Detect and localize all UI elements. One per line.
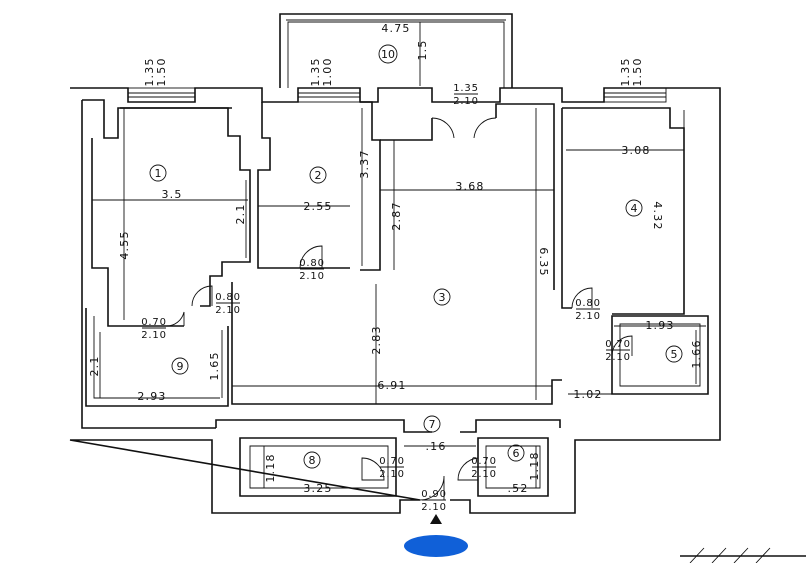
window-room-2 (297, 87, 361, 103)
room-4-width: 3.08 (621, 144, 650, 157)
svg-text:0.70: 0.70 (379, 456, 404, 467)
room-1-width: 3.5 (161, 188, 182, 201)
room-7-width: .16 (425, 440, 446, 453)
room-10-height: 1.5 (416, 39, 429, 60)
door-label-room-2: 0.80 2.10 (299, 258, 324, 282)
entry-marker-icon[interactable] (404, 535, 468, 557)
room-10-width: 4.75 (381, 22, 410, 35)
svg-text:0.90: 0.90 (421, 489, 446, 500)
room-5-width: 1.93 (645, 319, 674, 332)
door-label-entrance: 0.90 2.10 (421, 489, 446, 513)
door-label-balcony: 1.35 2.10 (453, 83, 478, 107)
door-label-room-4: 0.80 2.10 (575, 298, 600, 322)
svg-text:2.10: 2.10 (421, 502, 446, 513)
svg-text:10: 10 (381, 48, 395, 61)
svg-text:0.80: 0.80 (575, 298, 600, 309)
room-number-8: 8 (303, 451, 321, 469)
dimension-lines (92, 19, 706, 489)
svg-text:0.70: 0.70 (471, 456, 496, 467)
svg-text:2.10: 2.10 (299, 271, 324, 282)
svg-text:2.10: 2.10 (453, 96, 478, 107)
interior-walls (85, 101, 709, 497)
svg-text:0.80: 0.80 (299, 258, 324, 269)
svg-text:1: 1 (155, 167, 162, 180)
svg-text:6: 6 (513, 447, 520, 460)
room-number-5: 5 (665, 345, 683, 363)
room-1-height: 4.55 (118, 230, 131, 259)
door-label-room-6: 0.70 2.10 (471, 456, 496, 480)
svg-text:7: 7 (429, 418, 436, 431)
room-9-height: 1.65 (208, 351, 221, 380)
window-2-bottom: 1.00 (321, 57, 334, 86)
svg-text:4: 4 (631, 202, 638, 215)
svg-text:2.10: 2.10 (141, 330, 166, 341)
window-1-bottom: 1.50 (155, 57, 168, 86)
corner-hatch (680, 547, 806, 563)
balcony (279, 13, 513, 88)
room-number-9: 9 (171, 357, 189, 375)
window-room-1 (127, 87, 196, 103)
room-number-3: 3 (433, 288, 451, 306)
room-9-extra: 2.1 (88, 355, 101, 376)
svg-text:0.70: 0.70 (141, 317, 166, 328)
room-number-10: 10 (378, 44, 398, 64)
room-6-width: .52 (507, 482, 528, 495)
room-5-extra: 1.02 (573, 388, 602, 401)
window-1-top: 1.35 (143, 57, 156, 86)
svg-text:0.80: 0.80 (215, 292, 240, 303)
room-number-4: 4 (625, 199, 643, 217)
door-label-room-9: 0.70 2.10 (141, 317, 166, 341)
room-number-6: 6 (507, 444, 525, 462)
room-8-width: 3.25 (303, 482, 332, 495)
svg-text:8: 8 (309, 454, 316, 467)
svg-text:1.35: 1.35 (453, 83, 478, 94)
door-swings (165, 117, 633, 501)
room-number-7: 7 (423, 415, 441, 433)
svg-text:5: 5 (671, 348, 678, 361)
door-label-room-1: 0.80 2.10 (215, 292, 240, 316)
svg-text:3: 3 (439, 291, 446, 304)
room-3-extra-c: 6.35 (537, 247, 550, 276)
room-6-height: 1.18 (528, 451, 541, 480)
window-room-4 (603, 87, 667, 103)
svg-text:2.10: 2.10 (215, 305, 240, 316)
room-2-height: 3.37 (358, 149, 371, 178)
room-3-extra-b: 2.87 (390, 201, 403, 230)
svg-text:9: 9 (177, 360, 184, 373)
room-1-extra: 2.1 (234, 203, 247, 224)
room-number-2: 2 (309, 166, 327, 184)
room-2-width: 2.55 (303, 200, 332, 213)
svg-text:2.10: 2.10 (605, 352, 630, 363)
svg-text:2: 2 (315, 169, 322, 182)
door-label-room-8: 0.70 2.10 (379, 456, 404, 480)
room-3-width: 6.91 (377, 379, 406, 392)
room-9-width: 2.93 (137, 390, 166, 403)
window-3-bottom: 1.50 (631, 57, 644, 86)
window-3-top: 1.35 (619, 57, 632, 86)
room-number-1: 1 (149, 164, 167, 182)
room-3-extra-a: 3.68 (455, 180, 484, 193)
door-label-room-5: 0.70 2.10 (605, 339, 630, 363)
window-2-top: 1.35 (309, 57, 322, 86)
room-8-height: 1.18 (264, 453, 277, 482)
svg-text:2.10: 2.10 (471, 469, 496, 480)
room-5-height: 1.66 (690, 339, 703, 368)
svg-text:0.70: 0.70 (605, 339, 630, 350)
room-4-height: 4.32 (651, 201, 664, 230)
svg-text:2.10: 2.10 (379, 469, 404, 480)
svg-text:2.10: 2.10 (575, 311, 600, 322)
entrance-arrow-icon (430, 514, 442, 524)
room-3-height: 2.83 (370, 325, 383, 354)
